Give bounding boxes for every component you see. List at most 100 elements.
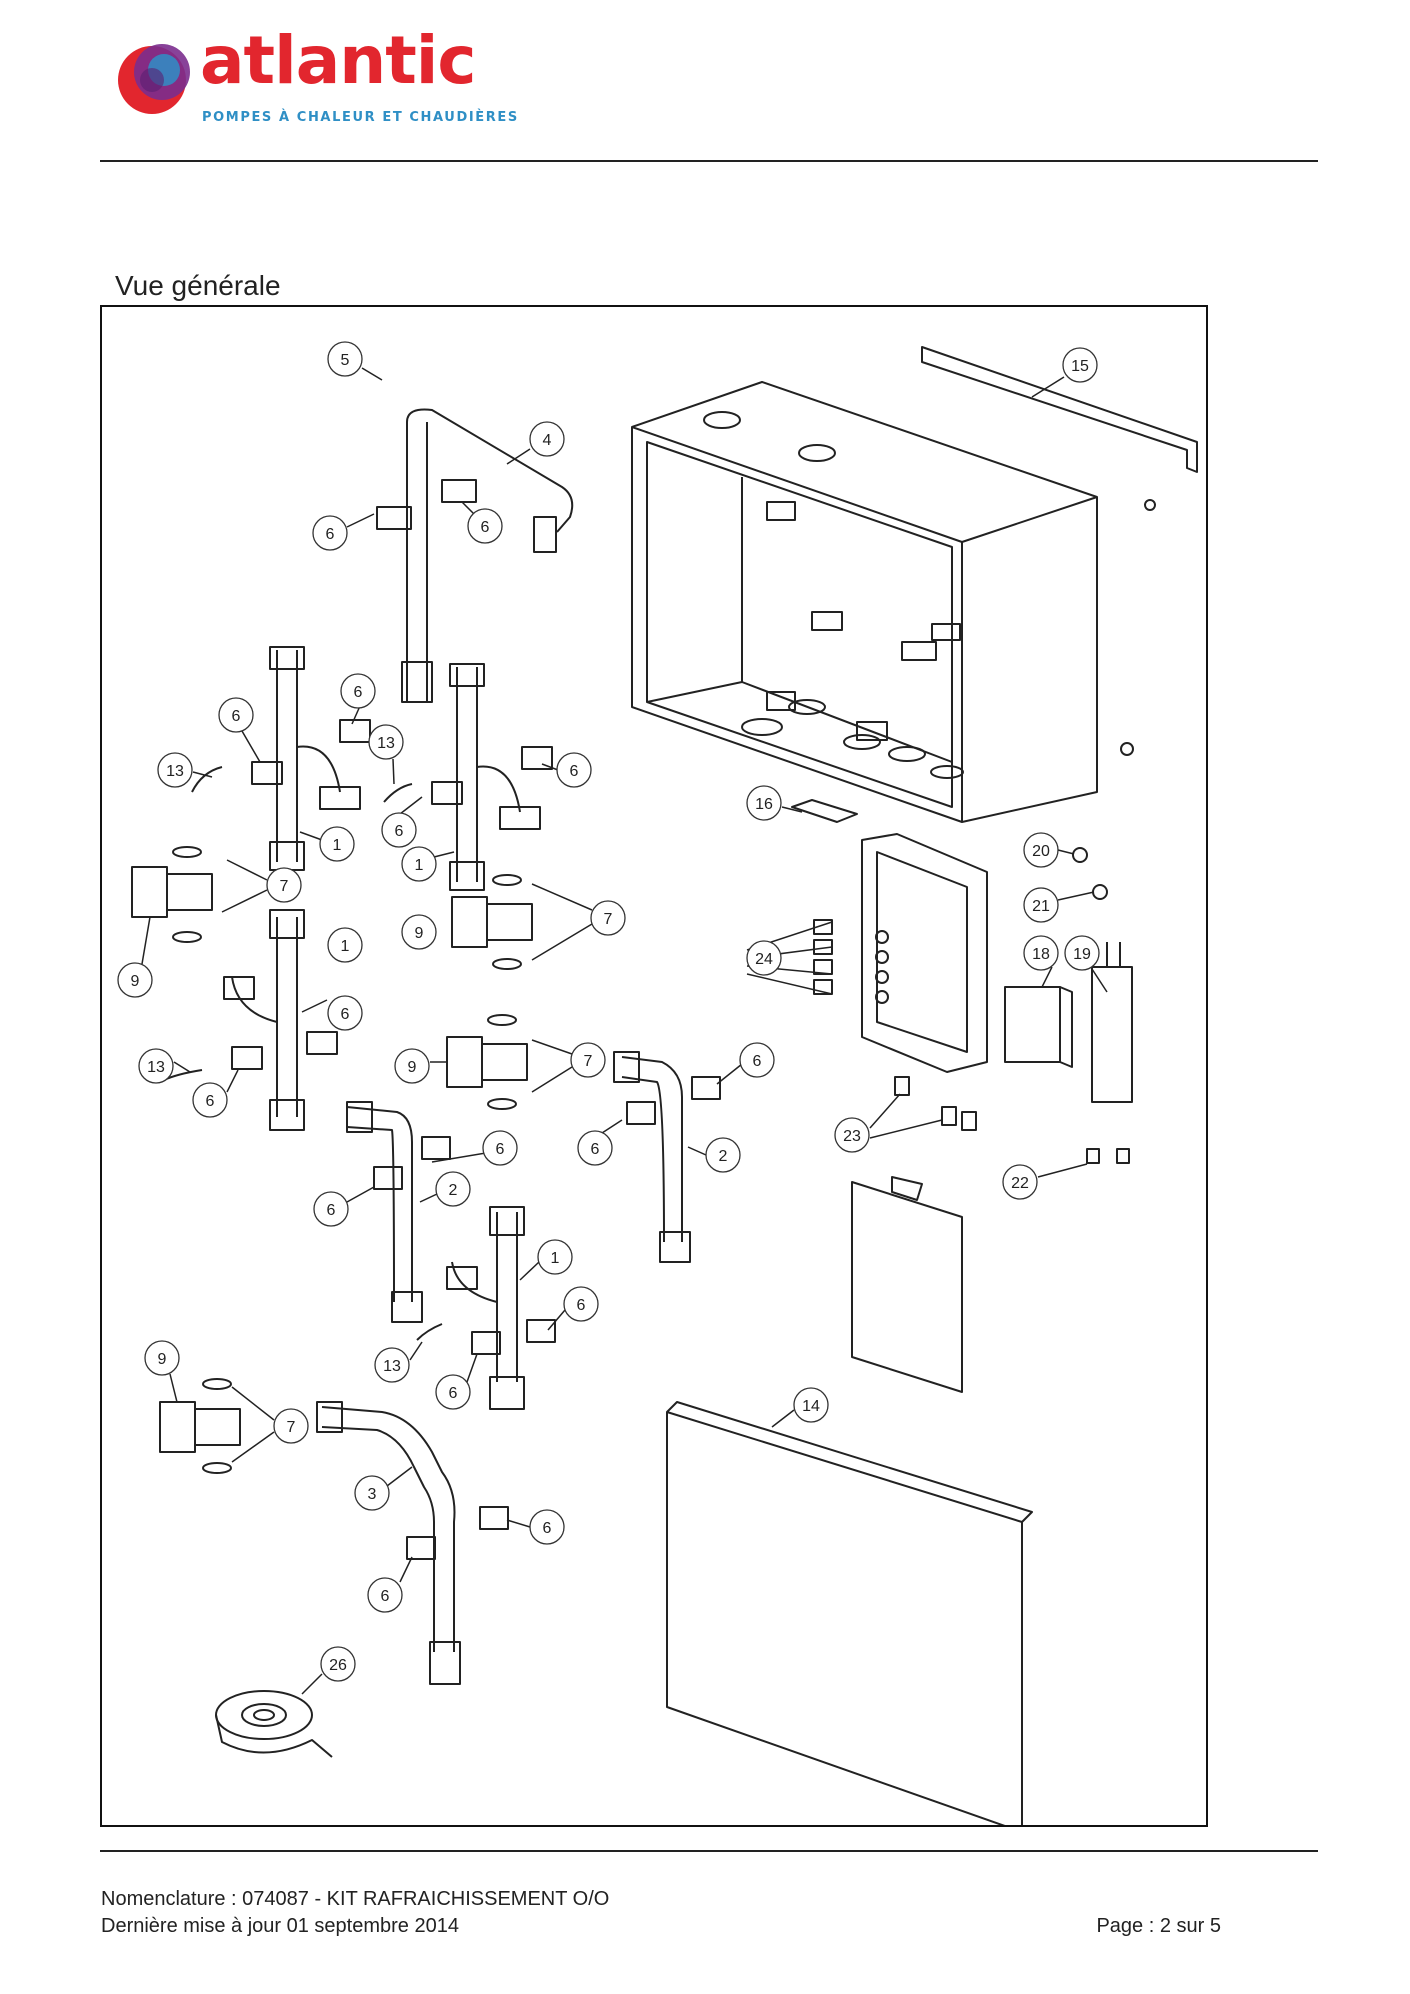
callout-number: 24	[755, 951, 773, 968]
header-divider	[100, 160, 1318, 162]
cabinet-box	[631, 381, 1098, 823]
insulation-tape-roll	[215, 1690, 333, 1758]
callout-number: 13	[377, 735, 395, 752]
callout-6: 6	[556, 752, 592, 788]
callout-number: 7	[287, 1419, 296, 1436]
callout-5: 5	[327, 341, 363, 377]
callout-2: 2	[435, 1171, 471, 1207]
callout-1: 1	[327, 927, 363, 963]
footer-last-update: Dernière mise à jour 01 septembre 2014	[101, 1915, 459, 1937]
callout-number: 20	[1032, 843, 1050, 860]
callout-1: 1	[537, 1239, 573, 1275]
callout-number: 6	[577, 1297, 586, 1314]
callout-number: 15	[1071, 358, 1089, 375]
callout-6: 6	[312, 515, 348, 551]
callout-1: 1	[319, 826, 355, 862]
callout-number: 14	[802, 1398, 820, 1415]
callout-number: 9	[131, 973, 140, 990]
callout-9: 9	[117, 962, 153, 998]
callout-14: 14	[793, 1387, 829, 1423]
callout-number: 6	[381, 1588, 390, 1605]
callout-7: 7	[273, 1408, 309, 1444]
callout-number: 9	[415, 925, 424, 942]
callout-number: 1	[341, 938, 350, 955]
callout-19: 19	[1064, 935, 1100, 971]
callout-9: 9	[401, 914, 437, 950]
callout-7: 7	[570, 1042, 606, 1078]
pump-valves	[131, 846, 533, 1474]
callout-number: 6	[206, 1093, 215, 1110]
callout-number: 19	[1073, 946, 1091, 963]
callout-number: 7	[280, 878, 289, 895]
callout-13: 13	[157, 752, 193, 788]
footer-page-number: Page : 2 sur 5	[1096, 1915, 1221, 1937]
callout-6: 6	[381, 812, 417, 848]
callout-number: 22	[1011, 1175, 1029, 1192]
callout-15: 15	[1062, 347, 1098, 383]
callout-13: 13	[368, 724, 404, 760]
callout-number: 1	[415, 857, 424, 874]
callout-number: 6	[543, 1520, 552, 1537]
callout-2: 2	[705, 1137, 741, 1173]
callout-number: 6	[481, 519, 490, 536]
pipe-assemblies	[223, 408, 721, 1685]
callout-3: 3	[354, 1475, 390, 1511]
callout-number: 6	[591, 1141, 600, 1158]
callout-7: 7	[590, 900, 626, 936]
callout-6: 6	[313, 1191, 349, 1227]
callout-4: 4	[529, 421, 565, 457]
callout-22: 22	[1002, 1164, 1038, 1200]
callout-6: 6	[482, 1130, 518, 1166]
callout-number: 2	[719, 1148, 728, 1165]
callout-9: 9	[144, 1340, 180, 1376]
callout-20: 20	[1023, 832, 1059, 868]
callout-number: 21	[1032, 898, 1050, 915]
callout-13: 13	[138, 1048, 174, 1084]
callout-number: 6	[326, 526, 335, 543]
callout-number: 13	[147, 1059, 165, 1076]
callout-number: 9	[408, 1059, 417, 1076]
callout-number: 23	[843, 1128, 861, 1145]
diagram-canvas: 5154666613136166201172179124181996139766…	[117, 341, 1198, 1825]
callout-13: 13	[374, 1347, 410, 1383]
callout-6: 6	[577, 1130, 613, 1166]
footer-divider	[100, 1850, 1318, 1852]
callout-6: 6	[340, 673, 376, 709]
callout-number: 18	[1032, 946, 1050, 963]
callout-24: 24	[746, 940, 782, 976]
callout-number: 6	[449, 1385, 458, 1402]
callout-6: 6	[192, 1082, 228, 1118]
callout-6: 6	[367, 1577, 403, 1613]
callout-9: 9	[394, 1048, 430, 1084]
callout-7: 7	[266, 867, 302, 903]
callout-number: 6	[232, 708, 241, 725]
callout-16: 16	[746, 785, 782, 821]
footer-nomenclature: Nomenclature : 074087 - KIT RAFRAICHISSE…	[101, 1888, 610, 1910]
callout-number: 2	[449, 1182, 458, 1199]
callout-number: 6	[354, 684, 363, 701]
callout-number: 1	[551, 1250, 560, 1267]
callout-number: 6	[570, 763, 579, 780]
callout-number: 16	[755, 796, 773, 813]
callout-number: 1	[333, 837, 342, 854]
brand-tagline: POMPES À CHALEUR ET CHAUDIÈRES	[202, 110, 519, 125]
callout-number: 7	[604, 911, 613, 928]
callout-6: 6	[435, 1374, 471, 1410]
callout-number: 6	[341, 1006, 350, 1023]
callout-6: 6	[739, 1042, 775, 1078]
callout-6: 6	[563, 1286, 599, 1322]
callout-number: 6	[395, 823, 404, 840]
callout-1: 1	[401, 846, 437, 882]
brand-name: atlantic	[200, 22, 477, 99]
callout-6: 6	[529, 1509, 565, 1545]
callout-6: 6	[327, 995, 363, 1031]
callout-21: 21	[1023, 887, 1059, 923]
electrical-box	[861, 833, 988, 1073]
callout-6: 6	[218, 697, 254, 733]
callout-number: 3	[368, 1486, 377, 1503]
callout-number: 5	[341, 352, 350, 369]
callout-number: 4	[543, 432, 552, 449]
mounting-rail	[921, 346, 1198, 473]
